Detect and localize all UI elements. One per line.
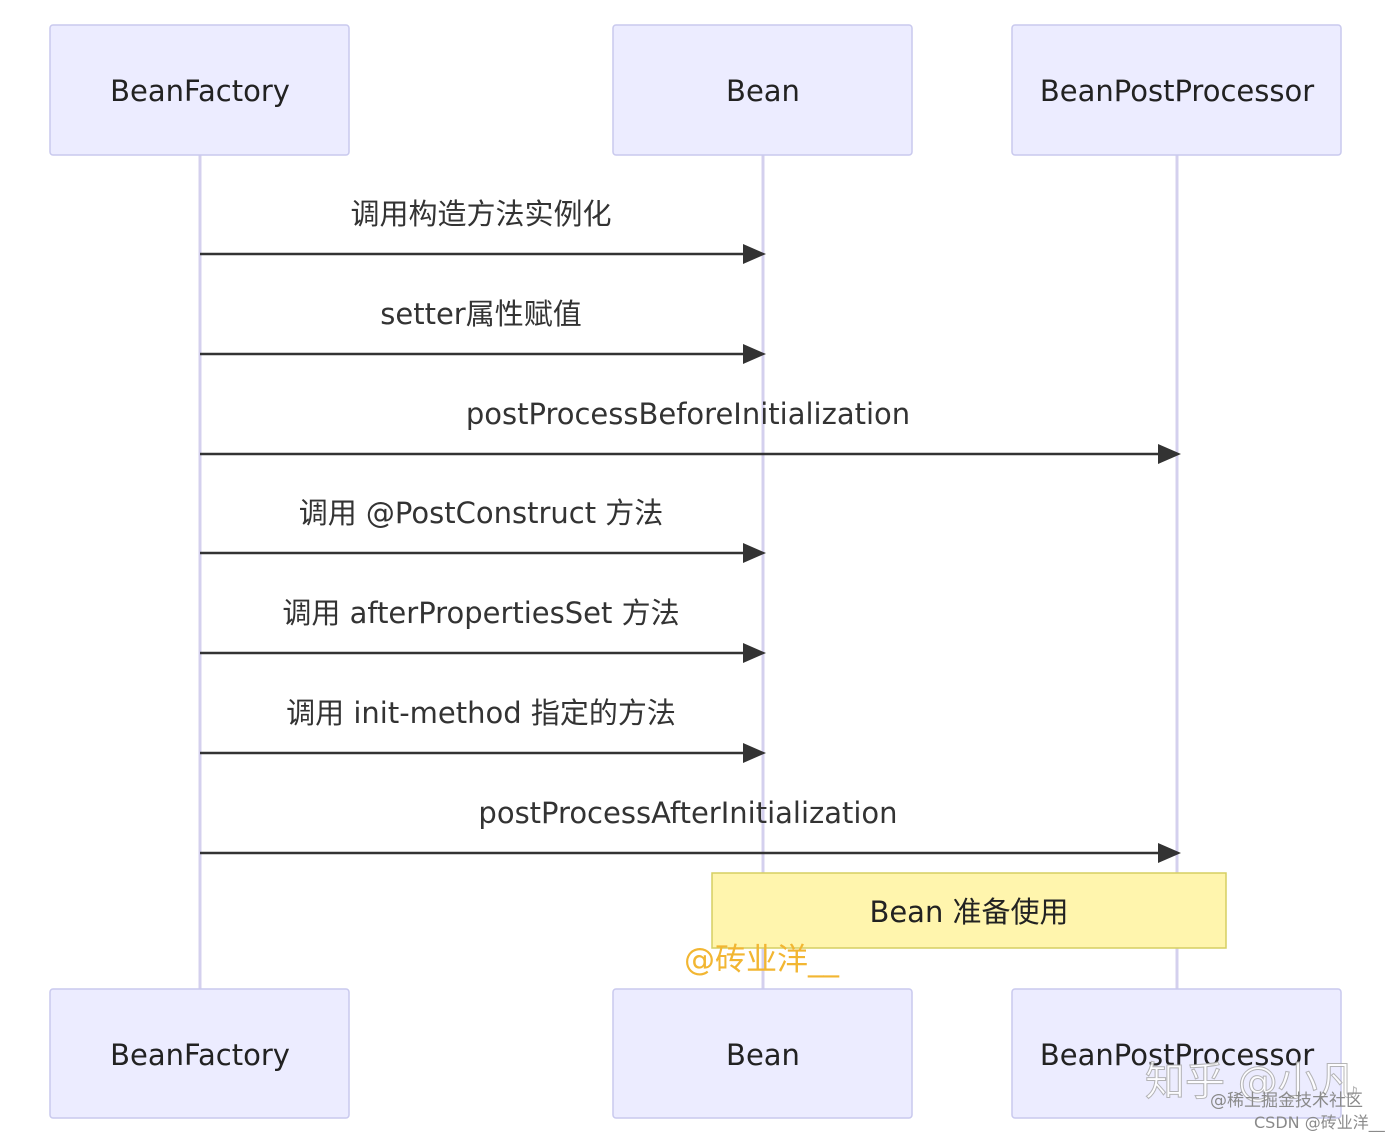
message-5-label: 调用 afterPropertiesSet 方法 [282,596,679,630]
arrowhead-icon [743,643,766,663]
arrowhead-icon [1158,444,1181,464]
actor-top-beanfactory: BeanFactory [49,24,350,156]
arrowhead-icon [743,543,766,563]
actor-top-beanpostprocessor: BeanPostProcessor [1011,24,1342,156]
message-6-label: 调用 init-method 指定的方法 [286,696,676,730]
message-6: 调用 init-method 指定的方法 [200,696,766,763]
arrowhead-icon [743,743,766,763]
actor-top-bean: Bean [612,24,913,156]
actor-bottom-beanpostprocessor-label: BeanPostProcessor [1040,1038,1314,1072]
message-7-label: postProcessAfterInitialization [478,796,897,830]
arrowhead-icon [743,244,766,264]
message-1-label: 调用构造方法实例化 [350,197,611,231]
actor-bottom-beanpostprocessor: BeanPostProcessor [1011,988,1342,1119]
message-2: setter属性赋值 [200,297,766,364]
actor-bottom-beanfactory: BeanFactory [49,988,350,1119]
actor-bottom-bean-label: Bean [726,1038,800,1072]
message-1: 调用构造方法实例化 [200,197,766,264]
actor-top-bean-label: Bean [726,74,800,108]
message-5: 调用 afterPropertiesSet 方法 [200,596,766,663]
message-3: postProcessBeforeInitialization [200,397,1181,464]
actor-top-beanfactory-label: BeanFactory [110,74,290,108]
arrowhead-icon [1158,843,1181,863]
juejin-watermark: @稀土掘金技术社区 [1210,1091,1363,1111]
message-7: postProcessAfterInitialization [200,796,1181,863]
actor-bottom-bean: Bean [612,988,913,1119]
message-4: 调用 @PostConstruct 方法 [200,496,766,563]
arrowhead-icon [743,344,766,364]
message-3-label: postProcessBeforeInitialization [466,397,910,431]
message-4-label: 调用 @PostConstruct 方法 [299,496,664,530]
csdn-watermark: CSDN @砖业洋__ [1254,1113,1386,1133]
actor-bottom-beanfactory-label: BeanFactory [110,1038,290,1072]
note-label: Bean 准备使用 [869,895,1068,929]
actor-top-beanpostprocessor-label: BeanPostProcessor [1040,74,1314,108]
note-bean-ready: Bean 准备使用 [711,872,1227,949]
zhihu-watermark: 知乎 @小凡 [1145,1059,1358,1105]
message-2-label: setter属性赋值 [380,297,581,331]
author-watermark: @砖业洋__ [684,942,839,978]
